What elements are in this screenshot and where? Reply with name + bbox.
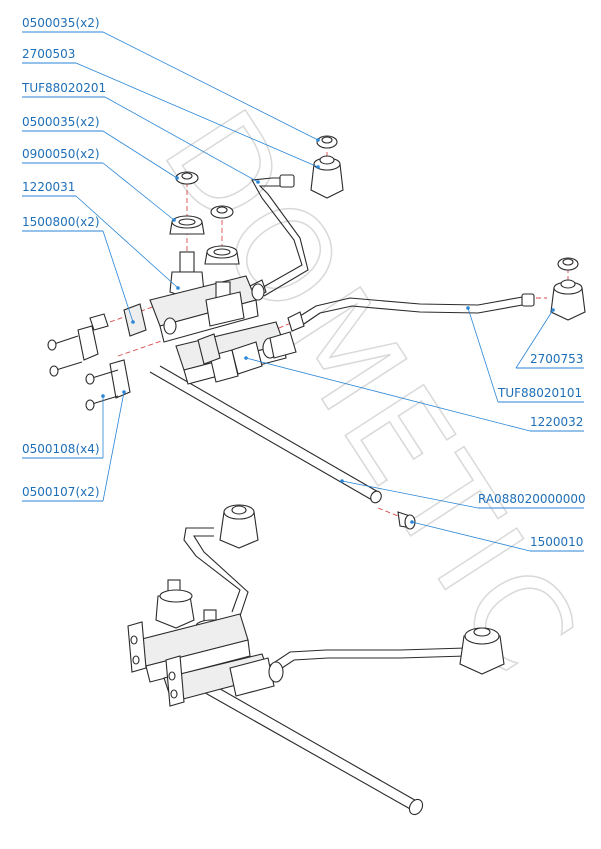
callout-tuf88020101: TUF88020101 bbox=[466, 306, 584, 403]
cap-2700753 bbox=[550, 257, 586, 321]
part-label: 1500010 bbox=[530, 535, 583, 549]
nipple-1500010 bbox=[397, 511, 416, 530]
part-label: TUF88020101 bbox=[497, 386, 582, 400]
exploded-view bbox=[47, 135, 586, 530]
callout-0900050: 0900050(x2) bbox=[22, 147, 176, 222]
callout-1500800: 1500800(x2) bbox=[22, 215, 135, 324]
part-label: 1220032 bbox=[530, 415, 583, 429]
cap-2700503 bbox=[310, 135, 344, 199]
part-label: RA088020000000 bbox=[478, 492, 586, 506]
pipe-ra088020000000 bbox=[149, 365, 382, 504]
part-label: 1220031 bbox=[22, 180, 75, 194]
part-label: 1500800(x2) bbox=[22, 215, 100, 229]
part-label: 2700503 bbox=[22, 47, 75, 61]
callout-labels: 0500035(x2) 2700503 TUF88020201 0500035(… bbox=[21, 16, 586, 552]
part-label: 0500108(x4) bbox=[22, 442, 100, 456]
callout-1220031: 1220031 bbox=[22, 180, 180, 290]
callout-2700503: 2700503 bbox=[22, 47, 320, 169]
part-label: 0500035(x2) bbox=[22, 115, 100, 129]
part-label: 2700753 bbox=[530, 352, 583, 366]
part-label: TUF88020201 bbox=[21, 81, 106, 95]
callout-ra088020000000: RA088020000000 bbox=[340, 479, 586, 509]
callout-1220032: 1220032 bbox=[244, 356, 584, 432]
part-label: 0500107(x2) bbox=[22, 485, 100, 499]
screws-0500108 bbox=[47, 335, 119, 411]
part-label: 0900050(x2) bbox=[22, 147, 100, 161]
valve-body-1220031 bbox=[149, 251, 265, 343]
callout-0500107: 0500107(x2) bbox=[22, 390, 126, 502]
callout-1500010: 1500010 bbox=[410, 520, 584, 552]
callout-0500035-mid: 0500035(x2) bbox=[22, 115, 179, 180]
part-label: 0500035(x2) bbox=[22, 16, 100, 30]
pipe-tuf88020101 bbox=[287, 293, 535, 332]
gaskets-0500107 bbox=[77, 313, 131, 399]
callout-tuf88020201: TUF88020201 bbox=[21, 81, 260, 184]
callout-2700753: 2700753 bbox=[515, 308, 584, 369]
callout-0500035-top: 0500035(x2) bbox=[22, 16, 320, 142]
nut-washer-stack bbox=[169, 171, 240, 265]
callout-0500108: 0500108(x4) bbox=[22, 394, 105, 459]
assembled-view bbox=[127, 504, 505, 816]
